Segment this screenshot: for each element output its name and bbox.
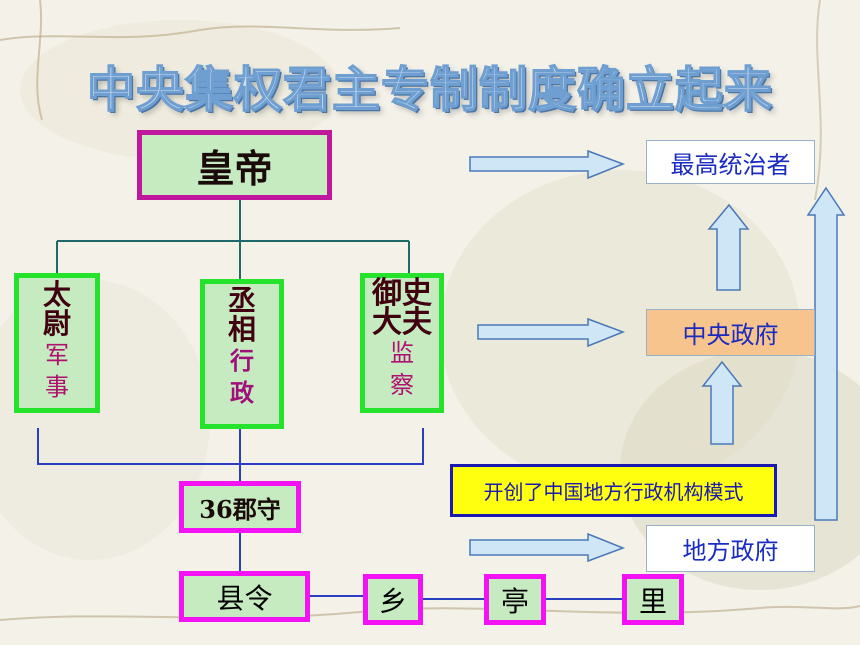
central-government-label: 中央政府 (646, 309, 815, 356)
supreme-ruler-label: 最高统治者 (646, 140, 815, 184)
official-name: 御史大夫 (372, 276, 432, 340)
official-box-taiwei: 太尉 军事 (14, 273, 100, 413)
emperor-label: 皇帝 (196, 146, 273, 191)
official-duty: 行政 (230, 346, 254, 408)
page-title: 中央集权君主专制制度确立起来 (86, 61, 773, 119)
local-level-label: 里 (638, 584, 667, 618)
li-box: 里 (622, 574, 684, 625)
official-box-chengxiang: 丞相 行政 (200, 279, 284, 429)
commandery-box: 36郡守 (179, 481, 301, 533)
official-name: 太尉 (42, 278, 71, 341)
local-government-label: 地方政府 (646, 525, 815, 572)
line-officials-bracket (37, 428, 424, 465)
local-level-label: 县令 (216, 581, 273, 615)
emperor-box: 皇帝 (137, 130, 332, 200)
local-level-label: 乡 (378, 584, 407, 618)
long-up-arrow-icon (806, 186, 846, 521)
up-arrow-icon (707, 203, 750, 291)
official-duty: 军事 (45, 340, 69, 402)
official-box-yushidafu: 御史大夫 监察 (360, 273, 444, 413)
official-name: 丞相 (227, 284, 256, 347)
right-arrow-icon (477, 317, 626, 348)
ting-box: 亭 (484, 574, 546, 625)
up-arrow-icon (701, 360, 743, 445)
commandery-label: 36郡守 (199, 494, 281, 524)
pioneer-note: 开创了中国地方行政机构模式 (450, 464, 777, 517)
right-arrow-icon (469, 149, 626, 180)
county-box: 县令 (179, 571, 310, 622)
xiang-box: 乡 (363, 574, 423, 625)
official-duty: 监察 (390, 339, 414, 400)
local-level-label: 亭 (500, 584, 529, 618)
right-arrow-icon (469, 532, 626, 563)
